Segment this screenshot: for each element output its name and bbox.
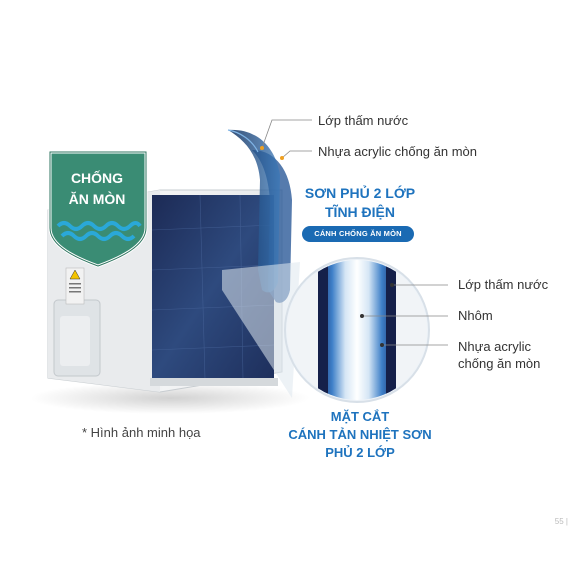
corner-mark: 55 | bbox=[554, 517, 568, 526]
section-label-acrylic-line-1: Nhựa acrylic bbox=[458, 339, 531, 354]
shield-line-1: CHỐNG bbox=[70, 170, 124, 186]
coating-title-line-2: TĨNH ĐIỆN bbox=[325, 204, 395, 220]
anti-corrosion-badge: CÁNH CHỐNG ĂN MÒN bbox=[302, 226, 414, 242]
section-label-aluminum: Nhôm bbox=[458, 308, 493, 323]
coating-title-line-1: SƠN PHỦ 2 LỚP bbox=[304, 185, 416, 201]
label-waterproof-layer: Lớp thấm nước bbox=[318, 113, 409, 128]
coating-title: SƠN PHỦ 2 LỚP TĨNH ĐIỆN bbox=[290, 184, 430, 222]
section-label-acrylic-line-2: chống ăn mòn bbox=[458, 356, 541, 371]
cross-section-title-line-3: PHỦ 2 LỚP bbox=[325, 445, 395, 460]
cross-section-circle bbox=[284, 257, 430, 403]
shield-icon bbox=[48, 150, 148, 268]
section-label-acrylic: Nhựa acrylic chống ăn mòn bbox=[458, 338, 540, 372]
cross-section-title-line-1: MẶT CẮT bbox=[330, 409, 390, 424]
section-label-waterproof: Lớp thấm nước bbox=[458, 277, 549, 292]
cross-section-title-line-2: CÁNH TẢN NHIỆT SƠN bbox=[288, 427, 432, 442]
top-callout-lines bbox=[261, 119, 312, 159]
illustration-note: * Hình ảnh minh họa bbox=[82, 425, 201, 440]
shield-line-2: ĂN MÒN bbox=[68, 191, 126, 207]
section-callout-lines bbox=[362, 284, 448, 346]
label-acrylic-layer: Nhựa acrylic chống ăn mòn bbox=[318, 144, 478, 159]
shield-label: CHỐNG ĂN MÒN bbox=[52, 168, 142, 210]
cross-section-title: MẶT CẮT CÁNH TẢN NHIỆT SƠN PHỦ 2 LỚP bbox=[270, 408, 450, 462]
